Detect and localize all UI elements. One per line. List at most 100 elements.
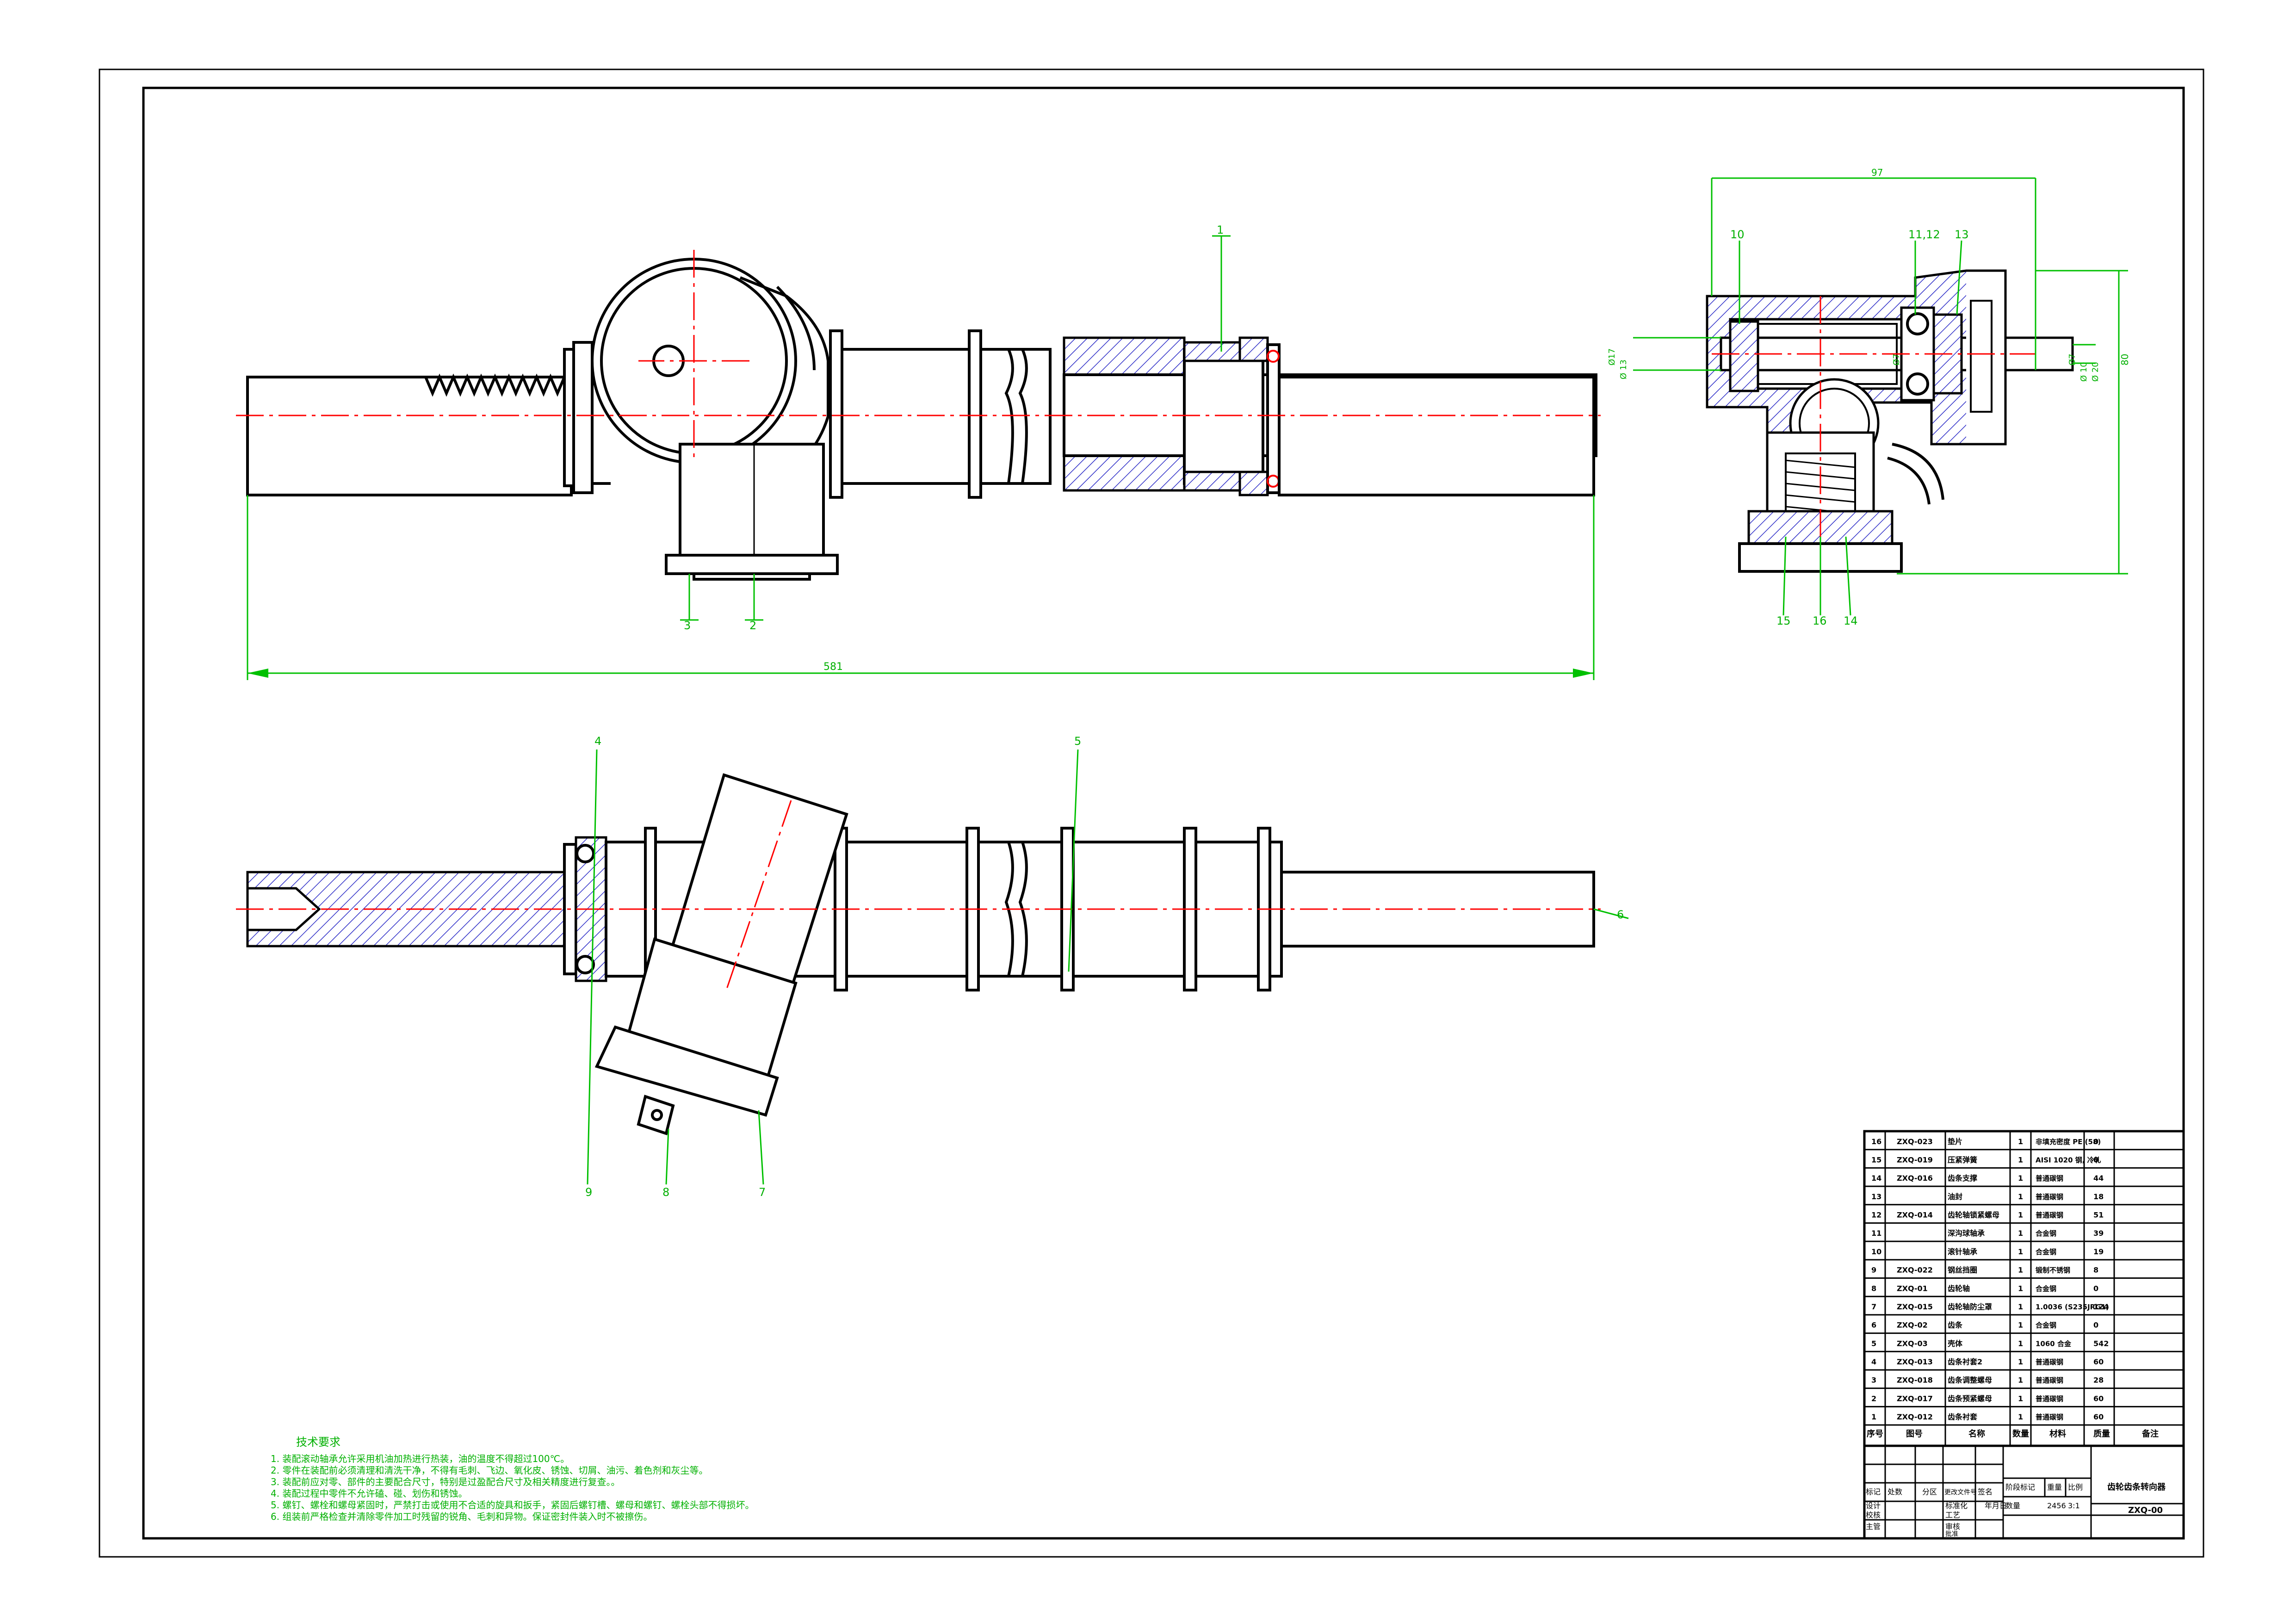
bom-cell-qty: 1 bbox=[2018, 1137, 2023, 1146]
bom-cell-material: 合金钢 bbox=[2035, 1321, 2056, 1330]
side-view: 97 80 Ø17 Ø 13 Ø7 Ø7 Ø 10 Ø 20 10 11,12 … bbox=[1607, 167, 2130, 627]
bom-cell-no: 16 bbox=[1871, 1137, 1881, 1146]
bom-cell-qty: 1 bbox=[2018, 1394, 2023, 1403]
bom-cell-qty: 1 bbox=[2018, 1155, 2023, 1164]
tech-item-2: 2. 零件在装配前必须清理和清洗干净，不得有毛刺、飞边、氧化皮、锈蚀、切屑、油污… bbox=[271, 1465, 708, 1476]
tech-item-1: 1. 装配滚动轴承允许采用机油加热进行热装，油的温度不得超过100℃。 bbox=[271, 1453, 569, 1464]
bom-cell-code: ZXQ-02 bbox=[1897, 1321, 1928, 1330]
bom-cell-name: 齿轮轴 bbox=[1948, 1284, 1970, 1293]
bom-cell-no: 6 bbox=[1871, 1321, 1876, 1330]
tb-change-no: 更改文件号 bbox=[1944, 1489, 1977, 1496]
balloon-8: 8 bbox=[662, 1186, 669, 1199]
tech-item-5: 5. 螺钉、螺栓和螺母紧固时，严禁打击或使用不合适的旋具和扳手，紧固后螺钉槽、螺… bbox=[271, 1499, 754, 1511]
bom-cell-no: 15 bbox=[1871, 1155, 1881, 1164]
bom-cell-code: ZXQ-012 bbox=[1897, 1412, 1933, 1421]
bom-cell-no: 14 bbox=[1871, 1174, 1881, 1183]
bom-cell-qty: 1 bbox=[2018, 1174, 2023, 1183]
bom-cell-mass: 0 bbox=[2093, 1284, 2098, 1293]
dim-right-3: Ø 20 bbox=[2091, 362, 2100, 382]
title-block: 标记 处数 分区 更改文件号 签名 年月日 设计 标准化 校核 工艺 主管 审核… bbox=[1863, 1444, 2185, 1540]
bom-cell-mass: 0 bbox=[2093, 1321, 2098, 1330]
bom-cell-mass: 8 bbox=[2093, 1266, 2098, 1275]
tb-std: 标准化 bbox=[1945, 1501, 1968, 1510]
bom-cell-material: 普通碳钢 bbox=[2036, 1358, 2063, 1366]
bom-cell-qty: 1 bbox=[2018, 1211, 2023, 1220]
bom-cell-material: 普通碳钢 bbox=[2036, 1413, 2063, 1421]
bom-cell-material: 合金钢 bbox=[2035, 1229, 2056, 1238]
tb-scale-value: 3:1 bbox=[2068, 1501, 2080, 1510]
balloon-9: 9 bbox=[585, 1186, 592, 1199]
tb-zone: 分区 bbox=[1922, 1487, 1937, 1496]
dim-left-1: Ø17 bbox=[1607, 348, 1617, 365]
bom-cell-qty: 1 bbox=[2018, 1321, 2023, 1330]
bom-cell-mass: 18 bbox=[2093, 1192, 2104, 1201]
tech-title: 技术要求 bbox=[296, 1436, 340, 1449]
bom-cell-name: 垫片 bbox=[1948, 1137, 1962, 1146]
bom-header-material: 材料 bbox=[2049, 1429, 2066, 1439]
inner-frame bbox=[142, 87, 2185, 1540]
tb-ratify: 批准 bbox=[1945, 1530, 1958, 1538]
bom-cell-material: 普通碳钢 bbox=[2036, 1174, 2063, 1183]
tb-weight: 重量 bbox=[2047, 1483, 2062, 1492]
dim-side-width: 97 bbox=[1871, 167, 1883, 178]
dim-inner: Ø7 bbox=[1892, 353, 1901, 365]
bom-cell-mass: 0 bbox=[2093, 1155, 2098, 1164]
balloon-3: 3 bbox=[684, 619, 691, 632]
tb-check: 校核 bbox=[1866, 1511, 1881, 1519]
bom-cell-code: ZXQ-023 bbox=[1897, 1137, 1933, 1146]
bom-cell-no: 7 bbox=[1871, 1302, 1876, 1311]
bom-cell-code: ZXQ-017 bbox=[1897, 1394, 1933, 1403]
tech-item-4: 4. 装配过程中零件不允许磕、碰、划伤和锈蚀。 bbox=[271, 1488, 467, 1499]
bom-cell-name: 深沟球轴承 bbox=[1948, 1229, 1985, 1238]
bom-cell-no: 3 bbox=[1871, 1376, 1876, 1385]
bom-cell-mass: 60 bbox=[2093, 1357, 2104, 1366]
balloon-13: 13 bbox=[1955, 228, 1969, 241]
bom-cell-material: 普通碳钢 bbox=[2036, 1211, 2063, 1220]
bom-cell-material: 合金钢 bbox=[2035, 1248, 2056, 1256]
balloon-16: 16 bbox=[1813, 614, 1827, 627]
bom-cell-mass: 19 bbox=[2093, 1247, 2104, 1256]
bom-cell-no: 9 bbox=[1871, 1266, 1876, 1275]
bom-cell-name: 齿轮轴锁紧螺母 bbox=[1948, 1211, 1999, 1220]
bom-cell-code: ZXQ-019 bbox=[1897, 1155, 1933, 1164]
bom-cell-qty: 1 bbox=[2018, 1339, 2023, 1348]
tb-stage-mark: 阶段标记 bbox=[2005, 1483, 2035, 1492]
bom-cell-no: 8 bbox=[1871, 1284, 1876, 1293]
tb-date: 年月日 bbox=[1985, 1501, 2007, 1510]
bom-cell-no: 11 bbox=[1871, 1229, 1881, 1238]
balloon-6: 6 bbox=[1617, 908, 1624, 921]
bom-cell-name: 齿条预紧螺母 bbox=[1948, 1394, 1992, 1403]
tech-requirements: 技术要求 1. 装配滚动轴承允许采用机油加热进行热装，油的温度不得超过100℃。… bbox=[271, 1436, 754, 1522]
balloon-15: 15 bbox=[1776, 614, 1791, 627]
bom-cell-no: 10 bbox=[1871, 1247, 1881, 1256]
bom-cell-material: 普通碳钢 bbox=[2036, 1193, 2063, 1201]
bom-cell-material: 1060 合金 bbox=[2036, 1339, 2072, 1348]
bom-cell-name: 齿条支撑 bbox=[1948, 1174, 1977, 1183]
bom-cell-material: 1.0036 (S235JRG1) bbox=[2036, 1303, 2109, 1311]
bom-cell-no: 12 bbox=[1871, 1211, 1881, 1220]
bom-cell-code: ZXQ-013 bbox=[1897, 1357, 1933, 1366]
bom-cell-code: ZXQ-014 bbox=[1897, 1211, 1933, 1220]
bom-header-qty: 数量 bbox=[2012, 1429, 2029, 1439]
bom-cell-mass: 44 bbox=[2093, 1174, 2104, 1183]
bom-cell-name: 油封 bbox=[1948, 1192, 1962, 1201]
bom-cell-mass: 51 bbox=[2093, 1211, 2104, 1220]
bom-cell-name: 钢丝挡圈 bbox=[1948, 1266, 1977, 1275]
tb-sign: 签名 bbox=[1978, 1487, 1993, 1496]
bom-cell-name: 齿轮轴防尘罩 bbox=[1948, 1302, 1992, 1311]
bom-cell-qty: 1 bbox=[2018, 1192, 2023, 1201]
bom-cell-name: 齿条调整螺母 bbox=[1948, 1376, 1992, 1385]
bom-cell-name: 滚针轴承 bbox=[1948, 1247, 1977, 1256]
bom-cell-qty: 1 bbox=[2018, 1412, 2023, 1421]
outer-border bbox=[99, 68, 2204, 1558]
bottom-view: 4 9 5 6 8 7 bbox=[236, 735, 1629, 1199]
balloon-7: 7 bbox=[759, 1186, 766, 1199]
bom-cell-mass: 60 bbox=[2093, 1394, 2104, 1403]
bom-cell-no: 1 bbox=[1871, 1412, 1876, 1421]
bom-header-code: 图号 bbox=[1906, 1429, 1923, 1439]
bom-cell-name: 齿条 bbox=[1948, 1321, 1963, 1330]
dim-right-2: Ø 10 bbox=[2079, 362, 2089, 382]
bom-cell-no: 2 bbox=[1871, 1394, 1876, 1403]
bom-cell-mass: 39 bbox=[2093, 1229, 2104, 1238]
